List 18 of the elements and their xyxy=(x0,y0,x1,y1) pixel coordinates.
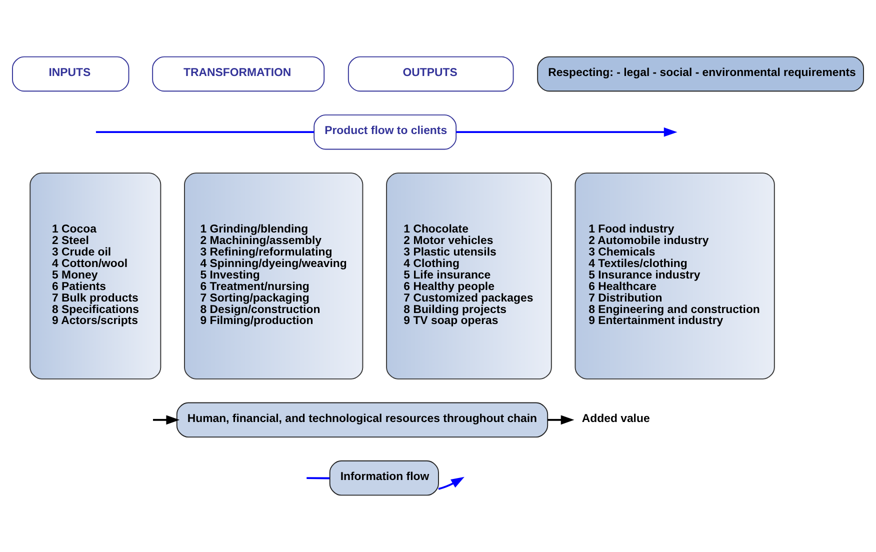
node-box: TRANSFORMATION xyxy=(152,56,325,92)
arrow xyxy=(456,127,678,137)
connector xyxy=(306,477,330,480)
connector xyxy=(96,131,314,134)
node-box: Information flow xyxy=(329,460,439,496)
arrow xyxy=(153,415,180,425)
node-box: Respecting: - legal - social - environmental requirements xyxy=(537,56,864,92)
node-box: 1 Cocoa 2 Steel 3 Crude oil 4 Cotton/wool 5 Money 6 Patients 7 Bulk products 8 Specifications 9 Actors/scripts xyxy=(30,172,162,380)
node-text: Added value xyxy=(582,412,650,425)
node-box: INPUTS xyxy=(12,56,130,92)
node-box: OUTPUTS xyxy=(348,56,514,92)
node-box: 1 Chocolate 2 Motor vehicles 3 Plastic utensils 4 Clothing 5 Life insurance 6 Healthy people 7 Customized packages 8 Building projects 9 TV soap operas xyxy=(386,172,552,380)
arrow xyxy=(438,476,464,490)
arrow xyxy=(548,415,574,425)
node-box: Product flow to clients xyxy=(314,114,457,150)
node-box: Human, financial, and technological resources throughout chain xyxy=(176,402,548,438)
node-box: 1 Food industry 2 Automobile industry 3 Chemicals 4 Textiles/clothing 5 Insurance industry 6 Healthcare 7 Distribution 8 Engineering and construction 9 Entertainment industry xyxy=(574,172,775,380)
node-box: 1 Grinding/blending 2 Machining/assembly 3 Refining/reformulating 4 Spinning/dyeing/weaving 5 Investing 6 Treatment/nursing 7 Sorting/packaging 8 Design/construction 9 Filming/production xyxy=(184,172,364,380)
